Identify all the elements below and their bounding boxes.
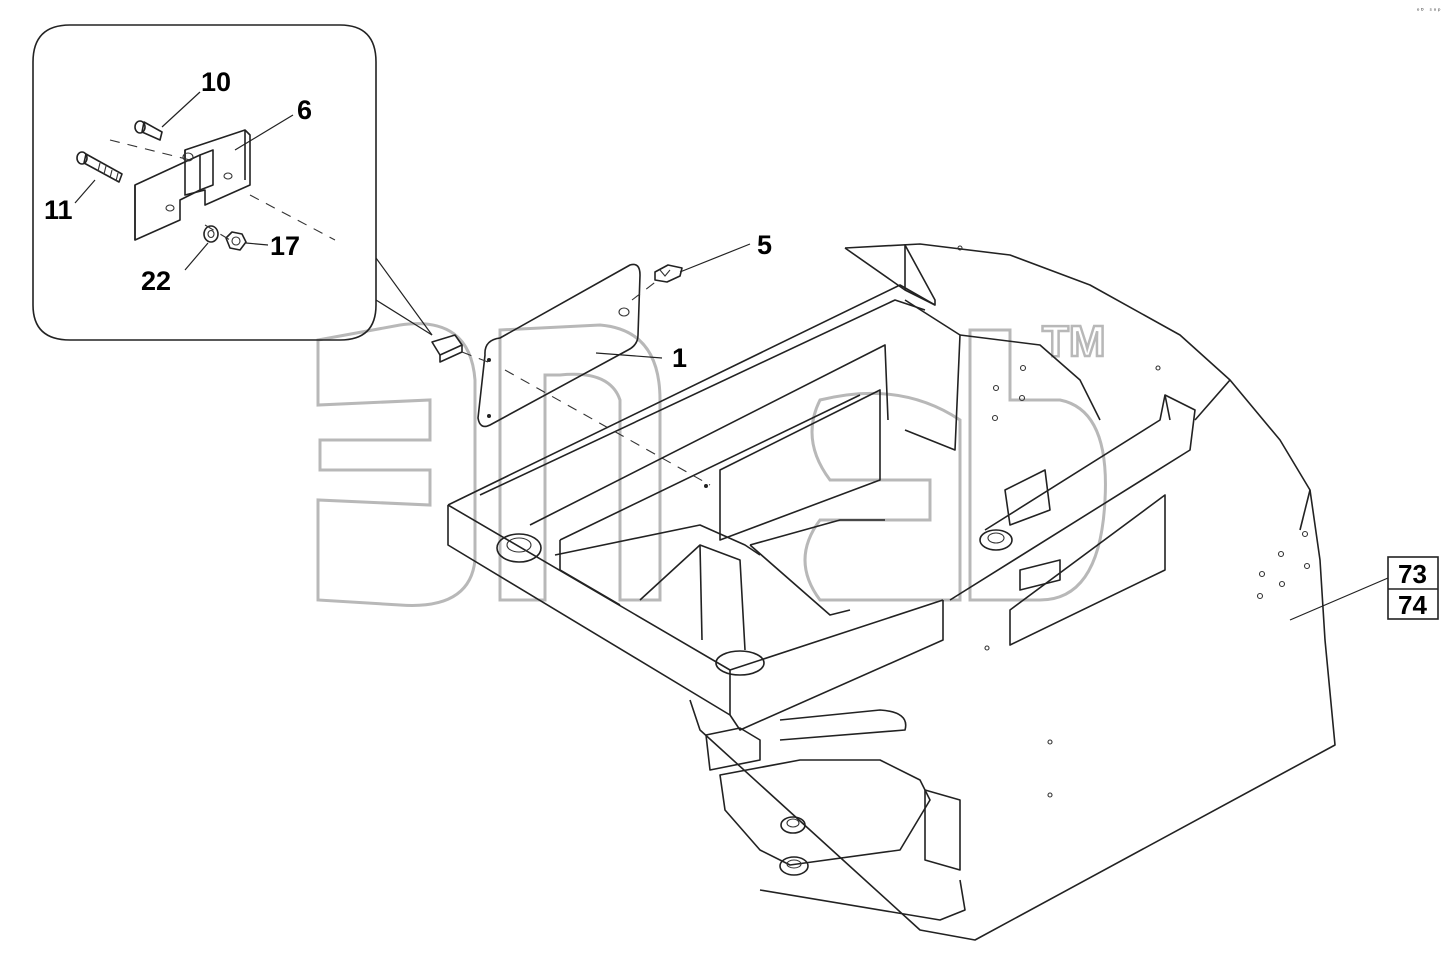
bolt-11 xyxy=(76,151,123,183)
washer-22 xyxy=(203,225,219,243)
reference-74: 74 xyxy=(1398,590,1427,620)
bolt-10 xyxy=(134,120,163,141)
callout-1: 1 xyxy=(672,343,687,373)
nut-17 xyxy=(225,231,247,251)
clip-part xyxy=(654,264,683,283)
callout-6: 6 xyxy=(297,95,312,125)
main-frame xyxy=(447,243,1336,941)
cover-hinge xyxy=(431,334,463,363)
watermark-trademark: TM xyxy=(1042,317,1106,366)
callout-17: 17 xyxy=(270,231,300,261)
reference-box: 73 74 xyxy=(1387,556,1439,620)
cover-plate xyxy=(477,263,641,428)
hinge-part xyxy=(134,129,251,241)
callout-5: 5 xyxy=(757,230,772,260)
corner-code: ᵒᴰ ˢᵒᵖ xyxy=(1416,7,1441,15)
watermark-logo: TM xyxy=(316,316,1107,607)
callout-22: 22 xyxy=(141,266,171,296)
reference-73: 73 xyxy=(1398,559,1427,589)
detail-bubble xyxy=(32,24,433,341)
callout-11: 11 xyxy=(44,195,73,225)
callout-10: 10 xyxy=(201,67,231,97)
